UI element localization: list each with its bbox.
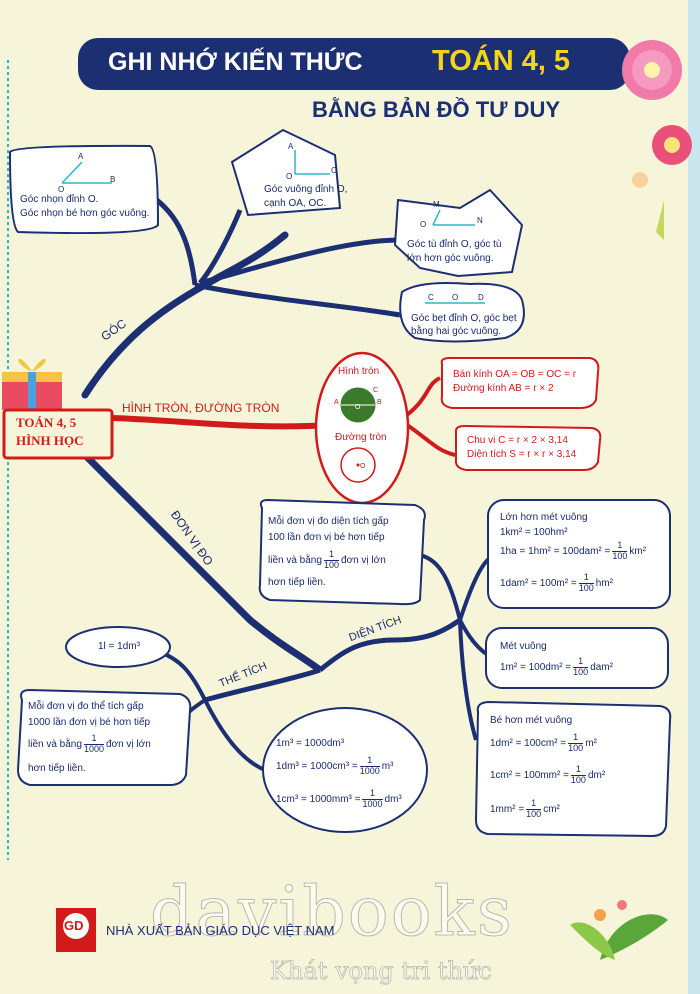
straight-pt-c: C	[428, 293, 434, 302]
straight-angle-box	[399, 282, 525, 343]
logo-text: GD	[64, 918, 84, 933]
acute-line1: Góc nhọn đỉnh O.	[20, 194, 99, 205]
bigger-row1: 1km² = 100hm²	[500, 527, 568, 538]
bigger-than-sqm-box	[487, 499, 671, 609]
outline-circle-figure	[340, 447, 376, 483]
branch-hinh-tron	[111, 415, 331, 430]
subtitle: BẰNG BẢN ĐỒ TƯ DUY	[312, 97, 561, 122]
acute-angle-figure	[61, 161, 112, 184]
straight-line2: bằng hai góc vuông.	[411, 326, 502, 337]
obtuse-pt-m: M	[433, 200, 440, 209]
straight-pt-d: D	[478, 293, 484, 302]
title-accent: TOÁN 4, 5	[432, 45, 571, 77]
liter-text: 1l = 1dm³	[98, 641, 140, 652]
circle-pt-o: O	[355, 404, 361, 411]
acute-pt-a: A	[78, 152, 84, 161]
circle-pt-a: A	[334, 399, 339, 406]
area-rule-box	[258, 498, 426, 606]
obtuse-line1: Góc tù đỉnh O, góc tù	[407, 239, 502, 250]
gift-box-icon	[2, 358, 62, 410]
circle2-pt-o: O	[360, 463, 366, 470]
liter-oval	[65, 626, 171, 668]
area-rule-line2: 100 lần đơn vị bé hơn tiếp	[268, 532, 385, 543]
branch-dien-tich	[318, 617, 462, 672]
straight-pt-o: O	[452, 293, 459, 302]
right-pt-o: O	[286, 172, 293, 181]
obtuse-line2: lớn hơn góc vuông.	[407, 253, 494, 264]
hinh-tron-label: Hình tròn	[338, 366, 380, 377]
publisher-name: NHÀ XUẤT BẢN GIÁO DỤC VIỆT NAM	[106, 923, 335, 938]
acute-pt-o: O	[58, 185, 65, 194]
volume-rule-line4: hơn tiếp liền.	[28, 763, 86, 774]
side-strip	[688, 0, 700, 994]
watermark-text: davibooks	[150, 873, 514, 953]
formula-line2: Diện tích S = r × r × 3,14	[467, 449, 577, 460]
volume-rule-line1: Mỗi đơn vị đo thể tích gấp	[28, 701, 144, 712]
formula-box	[454, 424, 602, 471]
obtuse-angle-figure	[432, 209, 475, 226]
volume-row1: 1m³ = 1000dm³	[276, 738, 345, 749]
volume-rule-line2: 1000 lần đơn vị bé hơn tiếp	[28, 717, 151, 728]
right-angle-box	[230, 128, 342, 217]
radius-line1: Bán kính OA = OB = OC = r	[453, 369, 577, 380]
branch-the-tich	[204, 667, 321, 703]
formula-line1: Chu vi C = r × 2 × 3,14	[467, 435, 568, 446]
sqm-title: Mét vuông	[500, 641, 547, 652]
right-angle-figure	[294, 150, 330, 175]
center-line1: TOÁN 4, 5	[16, 415, 77, 430]
acute-angle-box	[8, 144, 160, 235]
bigger-title: Lớn hơn mét vuông	[500, 512, 588, 523]
leaf-flower-icon	[570, 900, 668, 960]
volume-oval	[262, 707, 428, 833]
branch-don-vi-do	[82, 452, 323, 673]
duong-tron-label: Đường tròn	[335, 432, 387, 443]
obtuse-pt-n: N	[477, 216, 483, 225]
right-pt-a: A	[288, 142, 294, 151]
circle-pt-b: B	[377, 399, 382, 406]
right-pt-c: C	[331, 166, 337, 175]
center-node	[2, 408, 114, 460]
acute-line2: Góc nhọn bé hơn góc vuông.	[20, 208, 150, 219]
title-banner	[78, 38, 630, 90]
obtuse-pt-o: O	[420, 220, 427, 229]
right-line1: Góc vuông đỉnh O,	[264, 184, 348, 195]
volume-rule-box	[16, 688, 192, 786]
smaller-than-sqm-box	[474, 700, 672, 838]
area-rule-line4: hơn tiếp liền.	[268, 577, 326, 588]
center-line2: HÌNH HỌC	[16, 433, 84, 448]
radius-box	[440, 357, 600, 409]
label-hinh-tron: HÌNH TRÒN, ĐƯỜNG TRÒN	[122, 401, 280, 415]
flower-icon	[622, 40, 692, 240]
circle-pt-c: C	[373, 387, 379, 394]
area-rule-line1: Mỗi đơn vị đo diện tích gấp	[268, 516, 389, 527]
radius-line2: Đường kính AB = r × 2	[453, 383, 554, 394]
smaller-title: Bé hơn mét vuông	[490, 715, 573, 726]
title-main: GHI NHỚ KIẾN THỨC	[108, 48, 363, 76]
acute-pt-b: B	[110, 175, 116, 184]
obtuse-angle-box	[393, 188, 524, 278]
straight-line1: Góc bẹt đỉnh O, góc bẹt	[411, 313, 517, 324]
sqm-box	[485, 627, 669, 689]
slogan-text: Khát vọng tri thức	[270, 957, 493, 986]
right-line2: cạnh OA, OC.	[264, 198, 327, 209]
